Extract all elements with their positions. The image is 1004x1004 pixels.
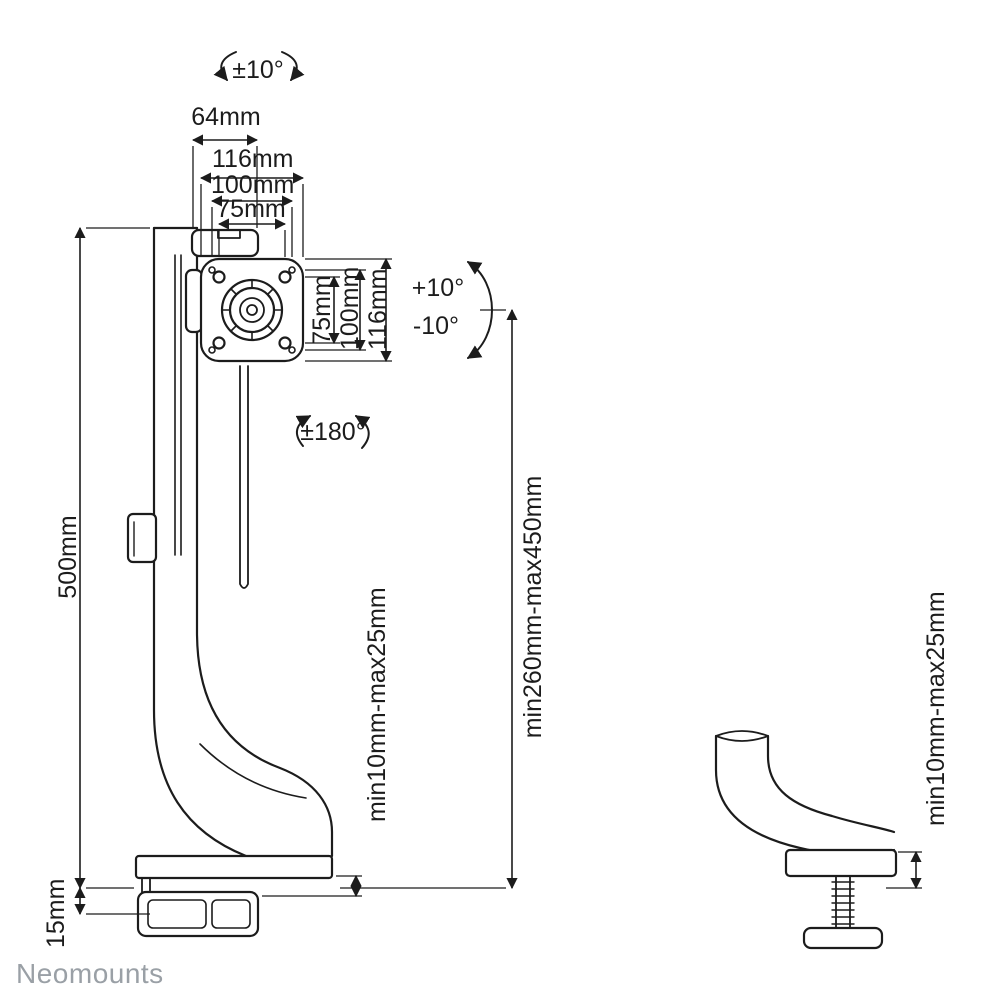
dim-label-15mm: 15mm [42,878,70,948]
rotation-arrows-mid [295,415,371,449]
tilt-down-label: -10° [412,312,460,340]
dim-label-116mm-height: 116mm [364,268,392,350]
hub-spokes [221,279,283,341]
dim-label-100mm-width: 100mm [211,171,295,199]
neomounts-logo: Neomounts [16,958,164,989]
vesa-plate [199,257,305,363]
dim-label-grommet-thickness: min10mm-max25mm [922,591,950,826]
tilt-arrows [466,261,493,359]
grommet-mount-drawing [714,730,898,950]
dim-label-75mm-width: 75mm [216,195,286,223]
dim-label-100mm-height: 100mm [336,266,364,350]
dim-label-desk-thickness: min10mm-max25mm [363,587,391,822]
rotation-top-label: ±10° [232,56,284,84]
dim-label-64mm: 64mm [191,103,261,131]
dim-label-500mm: 500mm [54,515,82,599]
desk-clamp [134,854,334,938]
dim-label-116mm-width: 116mm [212,145,294,173]
dim-label-75mm-height: 75mm [308,275,336,345]
dimension-lines [74,134,922,916]
rotation-mid-label: ±180° [300,418,366,446]
tilt-up-label: +10° [411,274,465,302]
rotation-arrows-top [213,51,305,82]
column-arm-drawing [126,226,334,858]
dim-label-height-range: min260mm-max450mm [519,475,547,739]
